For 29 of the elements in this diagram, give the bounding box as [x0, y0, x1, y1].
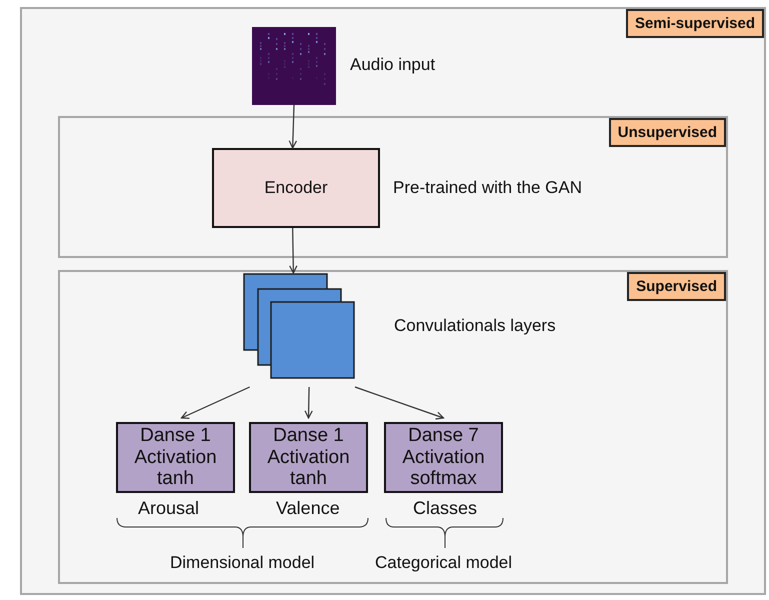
group-label: Dimensional model: [170, 553, 315, 573]
section-tag: Unsupervised: [608, 118, 726, 147]
output-label: Arousal: [138, 498, 200, 519]
group-panel: [20, 7, 766, 595]
caption-text: Convulationals layers: [394, 316, 556, 336]
output-label: Valence: [276, 498, 340, 519]
section-tag: Semi-supervised: [626, 9, 764, 38]
section-tag: Supervised: [627, 272, 726, 301]
arrow: [304, 386, 313, 419]
group-panel: [58, 116, 728, 258]
dense-layer-box: [249, 422, 368, 493]
arrow: [180, 386, 250, 419]
arrow: [289, 228, 298, 274]
arrow: [288, 104, 298, 149]
arrow: [354, 386, 444, 420]
caption-text: Pre-trained with the GAN: [393, 178, 582, 198]
group-panel: [58, 270, 728, 584]
group-label: Categorical model: [375, 553, 512, 573]
spectrogram-picture: [252, 27, 336, 105]
box-text: Danse 1 Activation tanh: [133, 424, 218, 490]
box-text: Encoder: [264, 178, 328, 198]
dense-layer-box: [384, 422, 503, 493]
encoder-box: [212, 148, 380, 228]
stacked-layers-drawing: [243, 273, 355, 379]
box-text: Danse 7 Activation softmax: [401, 424, 486, 490]
box-text: Danse 1 Activation tanh: [266, 424, 351, 490]
dense-layer-box: [116, 422, 235, 493]
caption-text: Audio input: [350, 55, 436, 75]
output-label: Classes: [413, 498, 478, 519]
